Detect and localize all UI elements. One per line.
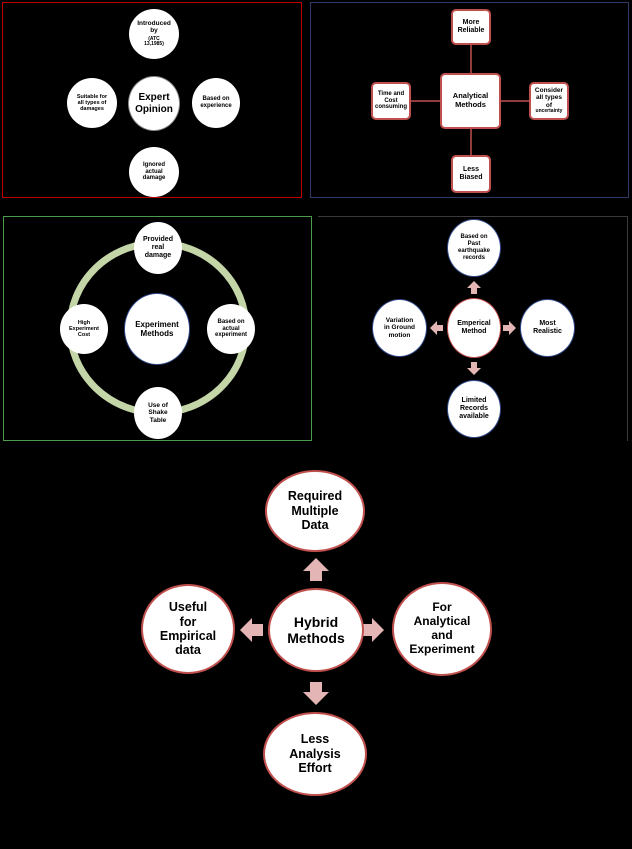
analytical-left-label: Time and Cost consuming [374, 90, 407, 111]
experiment-bottom-label: Use of Shake Table [148, 401, 168, 424]
hybrid-right-node: For Analytical and Experiment [392, 582, 492, 676]
hybrid-top-label: Required Multiple Data [287, 489, 343, 533]
expert-right-label: Based on experience [200, 96, 232, 109]
emperical-top-label: Based on Past earthquake records [457, 234, 490, 261]
expert-left-label: Suitable for all types of damages [76, 93, 108, 113]
emperical-center-label: Emperical Method [457, 319, 491, 335]
analytical-top-node: More Reliable [451, 9, 491, 45]
emperical-top-node: Based on Past earthquake records [447, 219, 501, 277]
analytical-connectors [411, 45, 529, 155]
analytical-right-label: Consider all types of [534, 86, 564, 109]
hybrid-left-label: Useful for Empirical data [159, 600, 217, 658]
emperical-left-node: Variation in Ground motion [372, 299, 427, 357]
expert-bottom-label: Ignored actual damage [142, 161, 166, 182]
analytical-right-node: Consider all types of uncertainty [529, 82, 569, 120]
hybrid-methods-panel: Hybrid Methods Required Multiple Data Fo… [135, 462, 501, 802]
experiment-left-node: High Experiment Cost [60, 304, 108, 354]
experiment-left-label: High Experiment Cost [69, 319, 99, 339]
experiment-bottom-node: Use of Shake Table [134, 387, 182, 439]
emperical-right-label: Most Realistic [533, 319, 562, 335]
hybrid-arrow-down [303, 682, 329, 705]
hybrid-bottom-node: Less Analysis Effort [263, 712, 367, 796]
experiment-right-label: Based on actual experiment [214, 318, 247, 339]
emperical-right-node: Most Realistic [520, 299, 575, 357]
expert-opinion-center: Expert Opinion [128, 76, 180, 131]
analytical-top-label: More Reliable [457, 18, 485, 34]
expert-top-sublabel: (ATC 13,1985) [144, 35, 164, 48]
expert-opinion-center-label: Expert Opinion [135, 92, 173, 115]
expert-opinion-bottom-node: Ignored actual damage [129, 147, 179, 197]
emperical-arrow-up [467, 281, 481, 294]
emperical-bottom-node: Limited Records available [447, 380, 501, 438]
expert-top-label: Introduced by [137, 19, 171, 35]
expert-opinion-top-node: Introduced by (ATC 13,1985) [129, 9, 179, 59]
emperical-arrow-left [430, 321, 443, 335]
emperical-center: Emperical Method [447, 298, 501, 358]
emperical-arrow-right [503, 321, 516, 335]
hybrid-arrow-left [240, 618, 263, 642]
experiment-right-node: Based on actual experiment [207, 304, 255, 354]
emperical-arrows [430, 281, 516, 375]
experiment-center-label: Experiment Methods [135, 319, 179, 338]
hybrid-bottom-label: Less Analysis Effort [289, 732, 341, 776]
experiment-center: Experiment Methods [124, 293, 190, 365]
expert-opinion-left-node: Suitable for all types of damages [67, 78, 117, 128]
emperical-arrow-down [467, 362, 481, 375]
analytical-bottom-node: Less Biased [451, 155, 491, 193]
expert-opinion-panel: Expert Opinion Introduced by (ATC 13,198… [2, 2, 302, 198]
analytical-right-sublabel: uncertainty [535, 108, 563, 115]
expert-opinion-right-node: Based on experience [192, 78, 240, 128]
analytical-left-node: Time and Cost consuming [371, 82, 411, 120]
emperical-bottom-label: Limited Records available [459, 396, 489, 421]
analytical-bottom-label: Less Biased [459, 165, 483, 181]
hybrid-center: Hybrid Methods [268, 588, 364, 672]
hybrid-arrows [240, 558, 384, 705]
analytical-center: Analytical Methods [440, 73, 501, 129]
hybrid-arrow-up [303, 558, 329, 581]
emperical-method-panel: Emperical Method Based on Past earthquak… [318, 216, 628, 441]
emperical-left-label: Variation in Ground motion [383, 316, 416, 339]
experiment-top-label: Provided real damage [143, 235, 173, 260]
hybrid-right-label: For Analytical and Experiment [409, 600, 475, 656]
hybrid-top-node: Required Multiple Data [265, 470, 365, 552]
hybrid-left-node: Useful for Empirical data [141, 584, 235, 674]
analytical-methods-panel: Analytical Methods More Reliable Conside… [310, 2, 629, 198]
analytical-center-label: Analytical Methods [452, 91, 489, 109]
experiment-methods-panel: Experiment Methods Provided real damage … [3, 216, 312, 441]
hybrid-arrow-right [363, 618, 384, 642]
experiment-top-node: Provided real damage [134, 222, 182, 274]
hybrid-center-label: Hybrid Methods [287, 613, 345, 646]
